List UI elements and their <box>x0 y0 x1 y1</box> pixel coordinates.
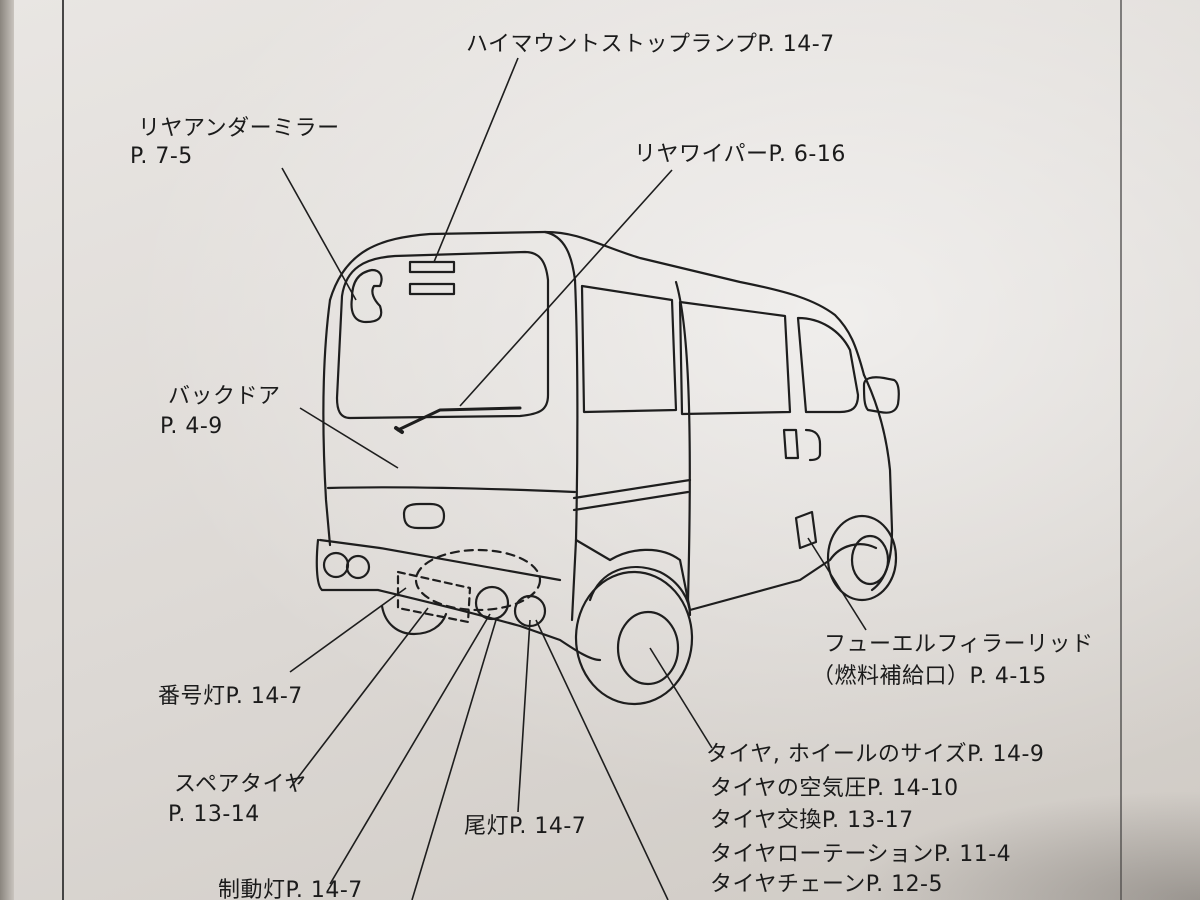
leader-brake-2 <box>411 619 497 900</box>
van-rear-left-edge <box>322 298 332 547</box>
label-fuel-filler-lid-page: （燃料補給口）P. 4-15 <box>812 664 1047 689</box>
leader-rear-wiper <box>459 169 673 407</box>
side-window-1 <box>580 284 678 414</box>
tire-list-item: タイヤの空気圧P. 14-10 <box>710 776 959 801</box>
side-molding <box>572 478 692 500</box>
frame-line-left <box>62 0 64 900</box>
tire-list-item: タイヤローテーションP. 11-4 <box>710 842 1012 867</box>
label-rear-wiper: リヤワイパーP. 6-16 <box>634 142 846 167</box>
high-mount-stop-lamp <box>408 260 456 274</box>
leader-tire <box>649 647 713 749</box>
van-rear-right-edge <box>570 278 579 622</box>
roof-marker-2 <box>408 282 456 296</box>
leader-fuel-lid <box>807 537 867 631</box>
license-plate <box>396 570 472 624</box>
frame-line-right <box>1120 0 1122 900</box>
rear-wiper-arm <box>396 406 522 432</box>
label-high-mount-stop-lamp: ハイマウントストップランプP. 14-7 <box>466 32 835 57</box>
front-wheel-hub <box>850 534 890 586</box>
label-tail-lamp: 尾灯P. 14-7 <box>464 814 587 839</box>
side-door-handle <box>782 428 800 460</box>
page-edge <box>0 0 14 900</box>
label-back-door-page: P. 4-9 <box>160 414 223 439</box>
side-door-handle-2 <box>804 428 822 462</box>
back-door-bottom <box>326 486 577 494</box>
door-handle-recess <box>402 502 446 530</box>
spare-tire-under <box>380 604 448 636</box>
leader-license <box>289 587 407 673</box>
label-back-door: バックドア <box>168 384 281 409</box>
leader-brake <box>329 613 491 885</box>
side-window-2 <box>678 300 792 416</box>
label-spare-tire: スペアタイヤ <box>174 772 307 797</box>
left-lamp-1 <box>322 551 350 579</box>
shadow <box>840 790 1200 900</box>
bumper-top <box>318 538 562 582</box>
side-mirror <box>862 376 900 414</box>
tire-list-item: タイヤ交換P. 13-17 <box>710 808 914 833</box>
right-tail-lamp <box>474 585 510 621</box>
fuel-filler-lid <box>794 510 818 550</box>
label-fuel-filler-lid: フューエルフィラーリッド <box>824 632 1094 657</box>
leader-spare <box>289 607 429 789</box>
leader-rear-mirror <box>281 167 357 301</box>
rear-window <box>335 250 550 420</box>
rear-wiper-blade <box>394 426 404 434</box>
label-rear-under-mirror: リヤアンダーミラー <box>138 116 340 141</box>
rear-bumper <box>315 538 602 662</box>
spare-tire-outline <box>414 548 542 612</box>
rear-wheel-arch <box>588 565 692 617</box>
tire-list-item: タイヤ, ホイールのサイズP. 14-9 <box>706 742 1045 767</box>
leader-back-door <box>299 407 399 469</box>
rear-wheel <box>574 570 694 706</box>
left-lamp-2 <box>345 554 371 580</box>
label-license-plate-lamp: 番号灯P. 14-7 <box>158 684 303 709</box>
tire-list-item: タイヤチェーンP. 12-5 <box>710 872 943 897</box>
leader-right-lamp <box>535 619 669 900</box>
label-spare-tire-page: P. 13-14 <box>168 802 260 827</box>
rear-under-mirror <box>350 268 383 324</box>
leader-high-mount <box>433 57 519 263</box>
label-rear-under-mirror-page: P. 7-5 <box>130 144 193 169</box>
van-roof-outline <box>328 230 866 377</box>
side-molding-2 <box>572 490 690 512</box>
van-roof-side-edge <box>543 230 577 282</box>
front-wheel <box>826 514 898 602</box>
side-window-3 <box>796 316 860 414</box>
label-brake-lamp: 制動灯P. 14-7 <box>218 878 363 900</box>
sliding-door-line <box>674 280 691 602</box>
leader-tail <box>517 619 531 813</box>
rear-wheel-hub <box>616 610 680 686</box>
